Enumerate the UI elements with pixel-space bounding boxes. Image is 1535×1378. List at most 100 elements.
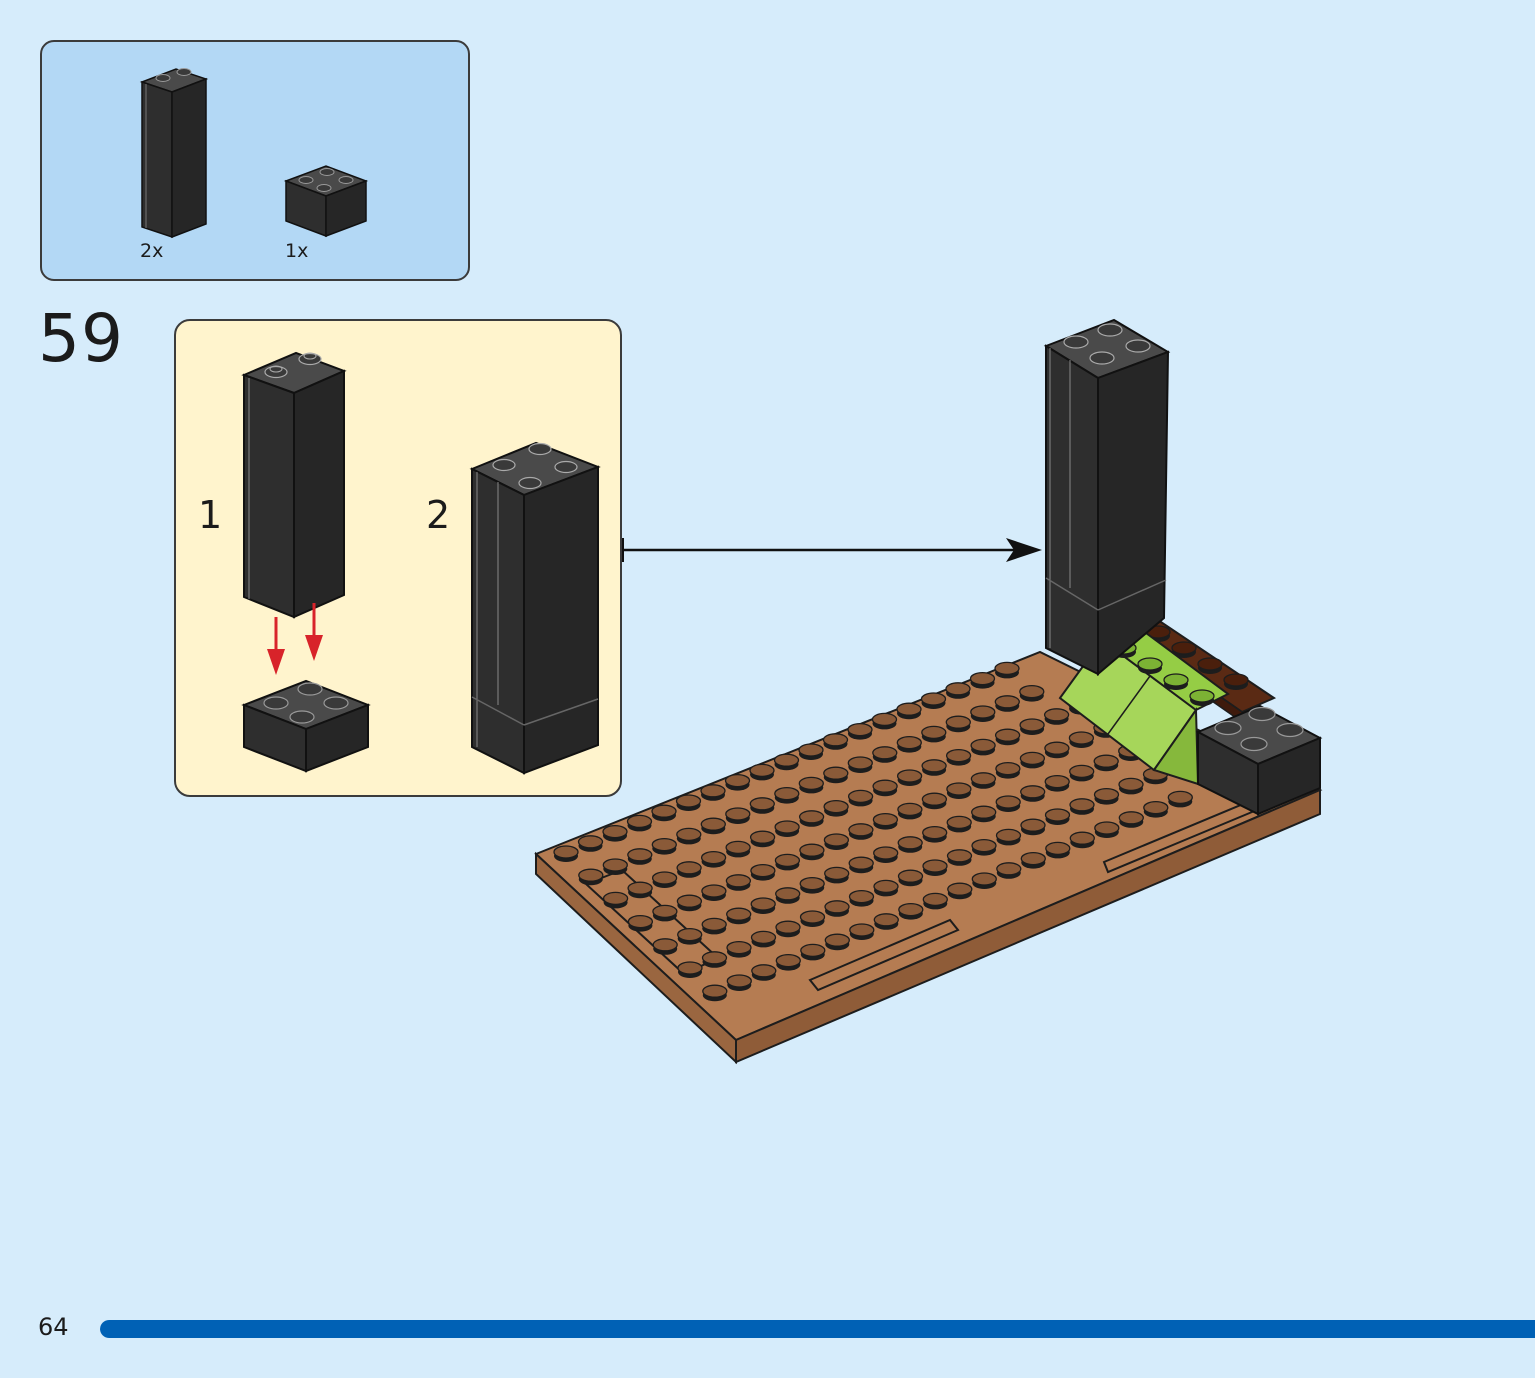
plate-stud [676, 861, 702, 875]
plate-stud [946, 849, 973, 863]
substep-label-2: 2 [426, 493, 451, 537]
plate-stud [872, 746, 898, 760]
plate-studs [553, 661, 1193, 1002]
plate-stud [775, 920, 801, 934]
brown-base-plate [534, 650, 1323, 1065]
plate-stud [725, 874, 752, 888]
plate-stud [898, 902, 924, 917]
plate-stud [872, 812, 899, 827]
plate-stud [773, 753, 800, 767]
plate-stud [1069, 798, 1095, 812]
plate-stud [971, 872, 997, 886]
plate-stud [701, 917, 727, 932]
plate-stud [1019, 684, 1045, 699]
plate-stud [750, 897, 776, 911]
plate-stud [896, 769, 923, 783]
plate-stud [1069, 831, 1095, 845]
plate-stud [1093, 787, 1120, 802]
plate-stud [970, 772, 997, 786]
plate-stud [1118, 777, 1144, 792]
plate-stud [872, 779, 898, 793]
plate-stud [553, 845, 579, 859]
plate-stud [823, 833, 850, 847]
plate-stud [1044, 774, 1070, 789]
plate-stud [651, 804, 677, 818]
plate-stud [725, 840, 751, 855]
page-progress-fill [100, 1320, 1535, 1338]
dark-tile-stud [1171, 641, 1197, 655]
plate-stud [848, 856, 874, 870]
plate-stud [700, 850, 727, 865]
plate-stud [1093, 754, 1119, 768]
plate-stud [921, 792, 948, 806]
plate-stud [675, 794, 702, 808]
brick-2x2-icon [241, 679, 371, 773]
substep-2-illustration [469, 441, 601, 775]
plate-stud [726, 974, 752, 988]
plate-stud [969, 671, 996, 686]
plate-stud [627, 881, 653, 895]
plate-stud [652, 904, 678, 919]
sub-assembly-panel: 1 2 [174, 319, 622, 797]
plate-stud [849, 923, 875, 937]
plate-stud [871, 712, 898, 727]
main-model-illustration [534, 318, 1323, 1065]
plate-stud [774, 820, 800, 834]
plate-stud [1094, 821, 1120, 835]
dark-tile-stud [1197, 657, 1223, 671]
plate-stud [897, 869, 924, 883]
plate-stud [824, 866, 850, 881]
lime-stud [1163, 673, 1189, 687]
plate-stud [701, 884, 727, 898]
plate-stud [873, 879, 899, 894]
plate-stud [627, 848, 653, 862]
plate-stud [798, 743, 824, 757]
plate-stud [1045, 841, 1071, 856]
plate-stud [677, 927, 703, 942]
plate-stud [724, 773, 751, 788]
plate-stud [775, 887, 801, 901]
plate-stud [896, 735, 922, 750]
step-number: 59 [38, 300, 124, 377]
plate-stud [726, 907, 752, 921]
plate-stud [700, 817, 726, 831]
black-brick-2x2 [1195, 704, 1323, 816]
plate-stud [920, 692, 947, 706]
plate-stud [700, 784, 726, 798]
plate-stud [749, 830, 776, 844]
plate-stud [945, 715, 971, 729]
plate-stud [702, 984, 728, 998]
plate-stud [602, 824, 628, 839]
plate-stud [897, 836, 923, 850]
plate-stud [578, 868, 604, 882]
placement-arrow-icon [622, 538, 1042, 562]
plate-stud [725, 807, 751, 821]
plate-stud [651, 871, 678, 885]
plate-stud [922, 825, 948, 840]
substep-1-illustration [241, 351, 371, 773]
plate-stud [995, 761, 1021, 776]
plate-stud [1068, 731, 1095, 745]
plate-stud [750, 863, 776, 878]
plate-stud [798, 810, 825, 824]
plate-stud [922, 859, 948, 873]
part-quantity-2: 1x [285, 240, 309, 262]
plate-stud [873, 913, 899, 927]
plate-stud [627, 914, 654, 929]
page-number: 64 [38, 1313, 69, 1341]
plate-stud [897, 802, 923, 817]
plate-stud [602, 858, 628, 872]
plate-stud [847, 756, 873, 770]
plate-stud [848, 823, 874, 837]
plate-stud [921, 725, 947, 740]
plate-stud [994, 661, 1020, 676]
plate-stud [602, 891, 629, 906]
plate-stud [848, 889, 875, 904]
plate-stud [799, 876, 825, 891]
plate-stud [1020, 851, 1046, 866]
plate-stud [995, 795, 1021, 809]
plate-stud [1167, 790, 1193, 805]
plate-stud [749, 797, 775, 811]
plate-stud [824, 933, 850, 947]
arrow-down-icon [267, 603, 323, 675]
